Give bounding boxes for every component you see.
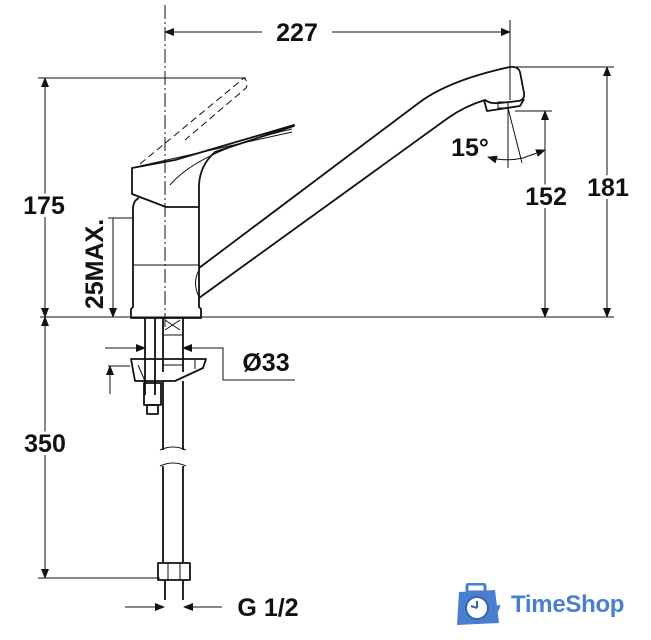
dimension-body-height: 175 (20, 77, 140, 318)
dimension-overall-height: 181 (515, 66, 632, 318)
label-175: 175 (23, 192, 65, 220)
dimension-outlet-height: 152 (515, 110, 570, 318)
clock-bag-logo-icon (457, 583, 501, 625)
label-181: 181 (587, 174, 629, 202)
label-152: 152 (525, 183, 567, 211)
label-227: 227 (276, 19, 318, 47)
mounting-assembly (130, 318, 207, 600)
dimension-aerator-angle: 15° (451, 107, 546, 168)
label-15-degrees: 15° (451, 134, 489, 162)
dimension-hole-diameter: Ø33 (105, 344, 295, 381)
label-g-half: G 1/2 (237, 594, 298, 622)
dimension-thread: G 1/2 (125, 594, 299, 622)
watermark-text: TimeShop (511, 591, 625, 618)
dimension-spout-reach: 227 (164, 19, 511, 100)
dimension-counter-thickness: 25MAX. (81, 217, 133, 394)
label-25max: 25MAX. (81, 219, 109, 309)
timeshop-watermark: TimeShop (455, 583, 624, 627)
dimension-hose-length: 350 (21, 316, 160, 579)
label-350: 350 (24, 430, 66, 458)
label-diameter-33: Ø33 (242, 349, 289, 377)
faucet-body (130, 65, 526, 319)
